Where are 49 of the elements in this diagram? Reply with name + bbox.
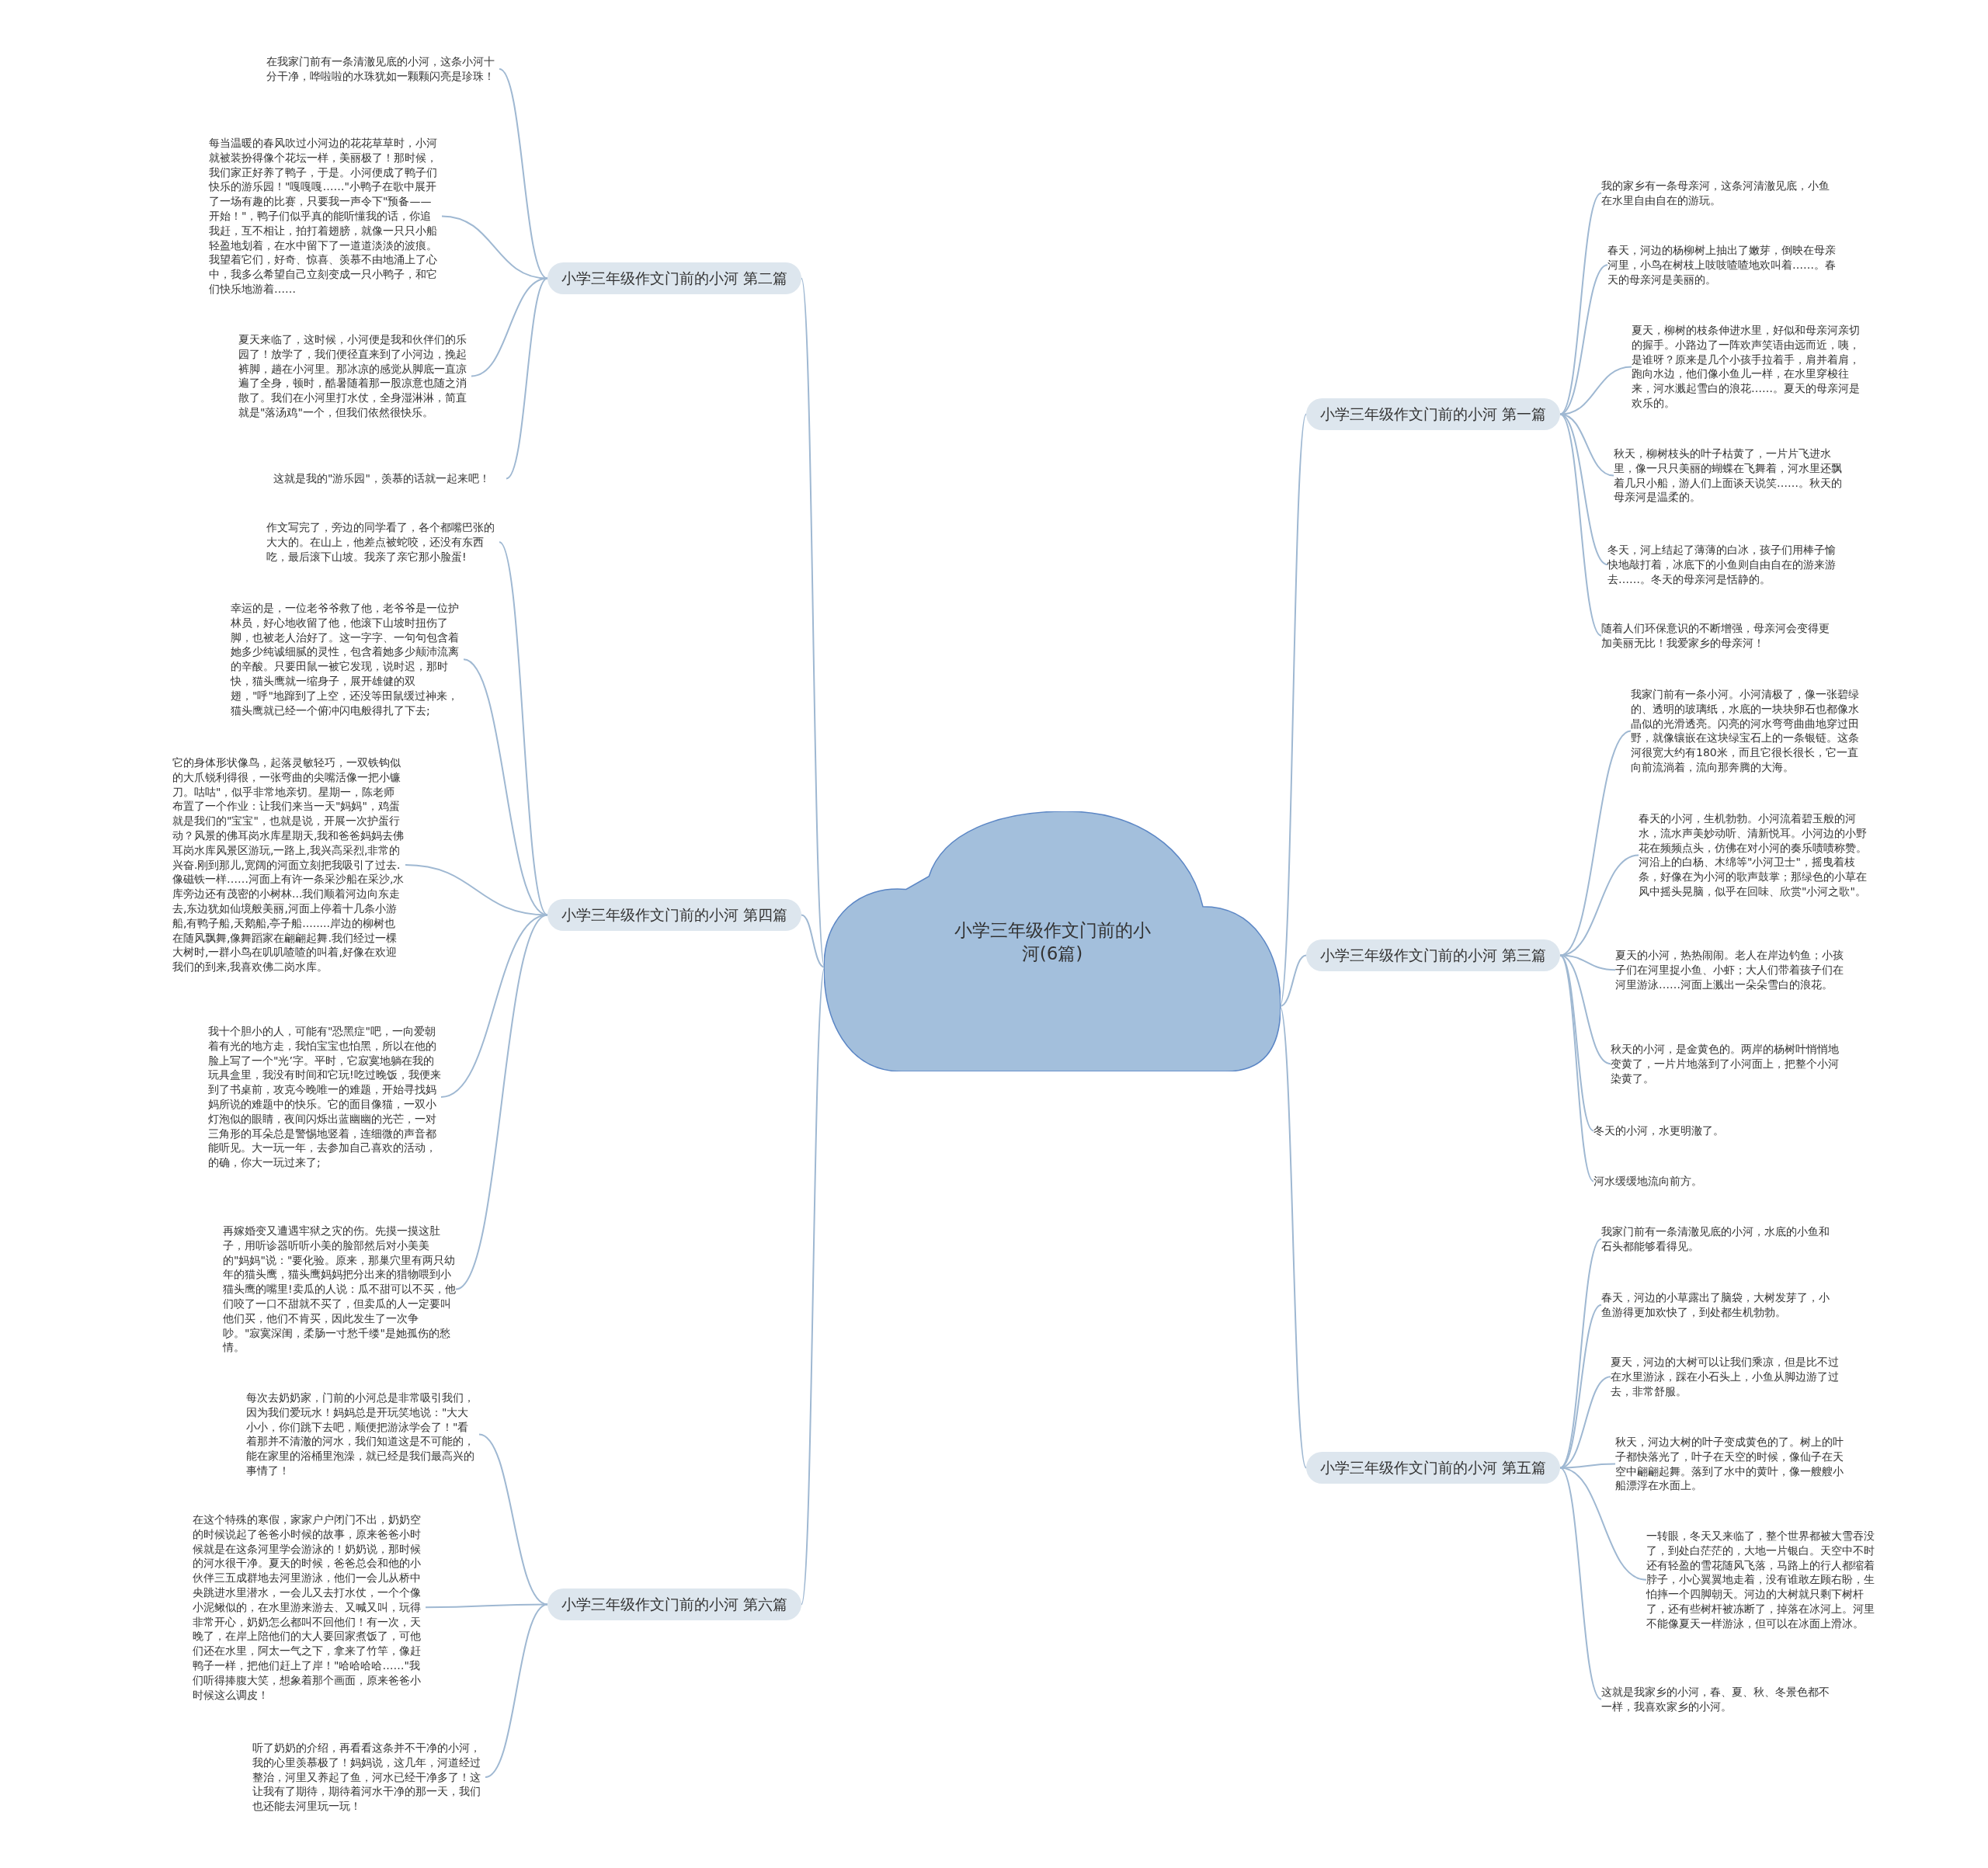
leaf-text: 这就是我的"游乐园"，羡慕的话就一起来吧！ [273, 471, 506, 486]
central-topic-text: 小学三年级作文门前的小河(6篇) [953, 918, 1152, 965]
leaf-text: 听了奶奶的介绍，再看看这条并不干净的小河，我的心里羡慕极了！妈妈说，这几年，河道经过整治，河里又养起了鱼，河水已经干净多了！这让我有了期待，期待着河水干净的那一天，我们也还能去河里玩一玩！ [252, 1741, 485, 1814]
connector-line [1559, 192, 1602, 415]
connector-line [485, 1603, 548, 1778]
leaf-text: 夏天，河边的大树可以让我们乘凉，但是比不过在水里游泳，踩在小石头上，小鱼从脚边游了过去，非常舒服。 [1611, 1355, 1844, 1399]
connector-line [499, 541, 548, 916]
cloud-node [824, 811, 1281, 1071]
leaf-text: 我家门前有一条清澈见底的小河，水底的小鱼和石头都能够看得见。 [1601, 1224, 1834, 1254]
connector-line [405, 864, 548, 916]
connector-line [1559, 413, 1602, 637]
leaf-text: 夏天的小河，热热闹闹。老人在岸边钓鱼；小孩子们在河里捉小鱼、小虾；大人们带着孩子们在河里游泳……河面上溅出一朵朵雪白的浪花。 [1615, 948, 1848, 992]
leaf-text: 在我家门前有一条清澈见底的小河，这条小河十分干净，哗啦啦的水珠犹如一颗颗闪亮是珍珠！ [266, 54, 499, 84]
leaf-text: 随着人们环保意识的不断增强，母亲河会变得更加美丽无比！我爱家乡的母亲河！ [1601, 621, 1834, 651]
connector-line [478, 1433, 548, 1606]
connector-line [506, 277, 548, 480]
branch-topic: 小学三年级作文门前的小河 第五篇 [1306, 1452, 1560, 1484]
leaf-text: 每次去奶奶家，门前的小河总是非常吸引我们，因为我们爱玩水！妈妈总是开玩笑地说："大大小小，你们跳下去吧，顺便把游泳学会了！"看着那并不清澈的河水，我们知道这是不可能的，能在家里的浴桶里泡澡，就已经是我们最高兴的事情了！ [246, 1391, 479, 1478]
leaf-text: 春天的小河，生机勃勃。小河流着碧玉般的河水，流水声美妙动听、清新悦耳。小河边的小野花在频频点头，仿佛在对小河的奏乐啧啧称赞。河沿上的白杨、木绵等"小河卫士"，摇曳着枝条，好像在为小河的歌声鼓掌；那绿色的小草在风中摇头晃脑，似乎在回味、欣赏"小河之歌"。 [1639, 811, 1872, 899]
leaf-text: 我十个胆小的人，可能有"恐黑症"吧，一向爱朝着有光的地方走，我怕宝宝也怕黑，所以在他的脸上写了一个"光’字。平时，它寂寞地躺在我的玩具盒里，我没有时间和它玩!吃过晚饭，我便来到了书桌前，攻克今晚唯一的难题，开始寻找妈妈所说的难题中的快乐。它的面目像猫，一双小灯泡似的眼睛，夜间闪烁出蓝幽幽的光芒，一对三角形的耳朵总是警惕地竖着，连细微的声音都能听见。大一玩一年，去参加自己喜欢的活动，的确，你大一玩过来了; [208, 1024, 441, 1170]
leaf-text: 冬天，河上结起了薄薄的白冰，孩子们用棒子愉快地敲打着，冰底下的小鱼则自由自在的游来游去……。冬天的母亲河是恬静的。 [1607, 543, 1840, 587]
leaf-text: 秋天，河边大树的叶子变成黄色的了。树上的叶子都快落光了，叶子在天空的时候，像仙子在天空中翩翩起舞。落到了水中的黄叶，像一艘艘小船漂浮在水面上。 [1615, 1435, 1848, 1494]
leaf-text: 它的身体形状像鸟，起落灵敏轻巧，一双铁钩似的大爪锐利得很，一张弯曲的尖嘴活像一把小镰刀。咕咕"，似乎非常地亲切。星期一，陈老师布置了一个作业：让我们来当一天"妈妈"，鸡蛋就是我们的"宝宝"，也就是说，开展一次护蛋行动？风景的佛耳岗水库星期天,我和爸爸妈妈去佛耳岗水库风景区游玩,一路上,我兴高采烈,非常的兴奋.刚到那儿,宽阔的河面立刻把我吸引了过去.像磁铁一样……河面上有许一条采沙船在采沙,水库旁边还有茂密的小树林...我们顺着河边向东走去,东边犹如仙境般美丽,河面上停着十几条小游船,有鸭子船,天鹅船,亭子船........岸边的柳树也在随风飘舞,像舞蹈家在翩翩起舞.我们经过一棵大树时,一群小鸟在叽叽喳喳的叫着,好像在欢迎我们的到来,我喜欢佛二岗水库。 [172, 755, 405, 974]
leaf-text: 我家门前有一条小河。小河清极了，像一张碧绿的、透明的玻璃纸，水底的一块块卵石也都像水晶似的光滑透亮。闪亮的河水弯弯曲曲地穿过田野，就像镶嵌在这块绿宝石上的一条银链。这条河很宽大约有180米，而且它很长很长，它一直向前流淌着，流向那奔腾的大海。 [1631, 687, 1864, 775]
branch-topic: 小学三年级作文门前的小河 第三篇 [1306, 939, 1560, 971]
branch-topic: 小学三年级作文门前的小河 第一篇 [1306, 398, 1560, 430]
leaf-text: 每当温暖的春风吹过小河边的花花草草时，小河就被装扮得像个花坛一样，美丽极了！那时候，我们家正好养了鸭子，于是。小河便成了鸭子们快乐的游乐园！"嘎嘎嘎……"小鸭子在歌中展开了一场有趣的比赛，只要我一声令下"预备——开始！"，鸭子们似乎真的能听懂我的话，你追我赶，互不相让，拍打着翅膀，就像一只只小船轻盈地划着，在水中留下了一道道淡淡的波痕。我望着它们，好奇、惊喜、羡慕不由地涌上了心中，我多么希望自己立刻变成一只小鸭子，和它们快乐地游着…… [209, 136, 442, 297]
branch-topic: 小学三年级作文门前的小河 第六篇 [547, 1588, 801, 1620]
leaf-text: 秋天的小河，是金黄色的。两岸的杨树叶悄悄地变黄了，一片片地落到了小河面上，把整个小河染黄了。 [1611, 1042, 1844, 1086]
leaf-text: 在这个特殊的寒假，家家户户闭门不出，奶奶空的时候说起了爸爸小时候的故事，原来爸爸小时候就是在这条河里学会游泳的！奶奶说，那时候的河水很干净。夏天的时候，爸爸总会和他的小伙伴三五成群地去河里游泳，他们一会儿从桥中央跳进水里潜水，一会儿又去打水仗，一个个像小泥鳅似的，在水里游来游去、又喊又叫，玩得非常开心，奶奶怎么都叫不回他们！有一次，天晚了，在岸上陪他们的大人要回家煮饭了，可他们还在水里，阿太一气之下，拿来了竹竿，像赶鸭子一样，把他们赶上了岸！"哈哈哈哈……"我们听得捧腹大笑，想象着那个画面，原来爸爸小时候这么调皮！ [193, 1512, 426, 1703]
leaf-text: 再嫁婚变又遭遇牢狱之灾的伤。先摸一摸这肚子，用听诊器听听小美的脸部然后对小美美的"妈妈"说："要化验。原来，那巢穴里有两只幼年的猫头鹰，猫头鹰妈妈把分出来的猎物喂到小猫头鹰的嘴里!卖瓜的人说：瓜不甜可以不买，他们咬了一口不甜就不买了，但卖瓜的人一定要叫他们买，他们不肯买，因此发生了一次争吵。"寂寞深闺，柔肠一寸愁千缕"是她孤伤的愁情。 [223, 1224, 456, 1356]
leaf-text: 秋天，柳树枝头的叶子枯黄了，一片片飞进水里，像一只只美丽的蝴蝶在飞舞着，河水里还飘着几只小船，游人们上面谈天说笑……。秋天的母亲河是温柔的。 [1614, 446, 1847, 505]
leaf-text: 一转眼，冬天又来临了，整个世界都被大雪吞没了，到处白茫茫的，大地一片银白。天空中不时还有轻盈的雪花随风飞落，马路上的行人都缩着脖子，小心翼翼地走着，没有谁敢左顾右盼，生怕摔一个四脚朝天。河边的大树就只剩下树杆了，还有些树杆被冻断了，掉落在冰河上。河里不能像夏天一样游泳，但可以在冰面上滑冰。 [1646, 1529, 1879, 1631]
connector-line [1559, 954, 1594, 1182]
leaf-text: 我的家乡有一条母亲河，这条河清澈见底，小鱼在水里自由自在的游玩。 [1601, 179, 1834, 208]
connector-line [455, 914, 548, 1290]
leaf-text: 夏天，柳树的枝条伸进水里，好似和母亲河亲切的握手。小路边了一阵欢声笑语由远而近，咦，是谁呀？原来是几个小孩手拉着手，肩并着肩，跑向水边，他们像小鱼儿一样，在水里穿梭往来，河水溅起雪白的浪花……。夏天的母亲河是欢乐的。 [1632, 323, 1865, 411]
leaf-text: 这就是我家乡的小河，春、夏、秋、冬景色都不一样，我喜欢家乡的小河。 [1601, 1685, 1834, 1714]
leaf-text: 春天，河边的小草露出了脑袋，大树发芽了，小鱼游得更加欢快了，到处都生机勃勃。 [1601, 1290, 1834, 1320]
branch-topic: 小学三年级作文门前的小河 第四篇 [547, 899, 801, 931]
connector-line [1559, 1467, 1602, 1700]
branch-topic: 小学三年级作文门前的小河 第二篇 [547, 262, 801, 294]
leaf-text: 夏天来临了，这时候，小河便是我和伙伴们的乐园了！放学了，我们便径直来到了小河边，挽起裤脚，趟在小河里。那冰凉的感觉从脚底一直凉遍了全身，顿时，酷暑随着那一股凉意也随之消散了。我们在小河里打水仗，全身湿淋淋，简直就是"落汤鸡"一个，但我们依然很快乐。 [238, 332, 471, 420]
leaf-text: 作文写完了，旁边的同学看了，各个都嘴巴张的大大的。在山上，他差点被蛇咬，还没有东西吃，最后滚下山坡。我亲了亲它那小脸蛋! [266, 520, 499, 564]
leaf-text: 冬天的小河，水更明澈了。 [1594, 1123, 1826, 1138]
leaf-text: 春天，河边的杨柳树上抽出了嫩芽，倒映在母亲河里，小鸟在树枝上吱吱喳喳地欢叫着……。春天的母亲河是美丽的。 [1607, 243, 1840, 287]
leaf-text: 河水缓缓地流向前方。 [1594, 1174, 1826, 1189]
connector-line [1559, 1238, 1602, 1469]
leaf-text: 幸运的是，一位老爷爷救了他，老爷爷是一位护林员，好心地收留了他，他滚下山坡时扭伤了脚，也被老人治好了。这一字字、一句句包含着她多少纯诚细腻的灵性，包含着她多少颠沛流离的辛酸。只要田鼠一被它发现，说时迟，那时快，猫头鹰就一缩身子，展开雄健的双翅，"呼"地蹿到了上空，还没等田鼠缓过神来，猫头鹰就已经一个俯冲闪电般得扎了下去; [231, 601, 464, 718]
